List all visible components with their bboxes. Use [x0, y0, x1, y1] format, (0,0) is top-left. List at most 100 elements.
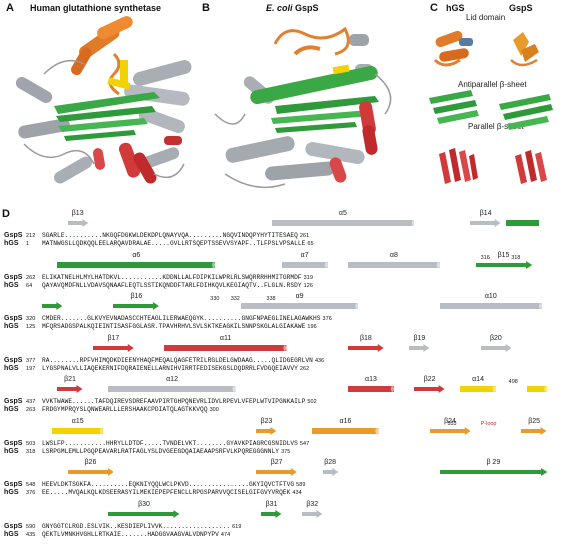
sequence-residues: LYGSPNALVLLIAQEKERNIFDQRAIENELLARNIHVIRR…	[42, 364, 298, 372]
coil-loops	[23, 59, 185, 179]
sequence-end-number: 436	[314, 357, 325, 364]
secondary-structure-label: α9	[295, 293, 304, 300]
panel-b-title-rest: GspS	[292, 3, 319, 13]
sequence-residues: FRDGYMPRQYSLQNWEARLLLERSHAAKCPDIATQLAGTK…	[42, 406, 208, 413]
panel-letter-d: D	[2, 208, 10, 220]
secondary-structure-label: α5	[338, 210, 347, 217]
sequence-residues: QEKTLVMNKHVGHLLRTKAIE.......HADGGVAAGVAL…	[42, 530, 219, 538]
lid-domain-loops	[273, 26, 350, 56]
beta-strand-arrow	[429, 426, 471, 435]
secondary-structure-label: β25	[528, 417, 541, 425]
panel-b-title: E. coli GspS	[266, 3, 319, 13]
beta-strand-arrow	[42, 302, 63, 310]
secondary-structure-label: α7	[300, 251, 309, 259]
secondary-structure-label: α14	[472, 376, 484, 383]
sequence-end-number: 65	[307, 241, 314, 247]
secondary-structure-label: β15	[497, 251, 510, 259]
residue-position-label: 533	[447, 420, 457, 427]
alpha-helix-cylinder	[108, 386, 236, 392]
sequence-start-number: 263	[26, 407, 36, 413]
sequence-start-number: 212	[26, 233, 36, 239]
sequence-end-number: 126	[303, 282, 313, 289]
secondary-structure-label: α13	[365, 376, 377, 383]
beta-strand-arrow	[57, 385, 83, 393]
beta-strand-arrow	[256, 426, 277, 435]
secondary-structure-label: β31	[265, 500, 278, 508]
sequence-start-number: 318	[26, 448, 36, 455]
sequence-end-number: 434	[292, 490, 302, 496]
sequence-end-number: 589	[296, 482, 306, 488]
panel-letter-a: A	[6, 2, 14, 14]
sequence-start-number: 1	[26, 241, 30, 247]
beta-strand-arrow	[302, 509, 323, 518]
yellow-helices	[107, 60, 131, 90]
secondary-structure-label: α12	[166, 376, 178, 383]
alpha-helix-cylinder	[348, 261, 440, 268]
beta-strand-arrow	[439, 468, 547, 476]
alpha-helix-cylinder	[439, 303, 542, 309]
sequence-residues: VVKTWAWE......TAFDQIREVSDREFAAVPIRTGHPQN…	[42, 398, 306, 405]
beta-strand-arrow	[261, 509, 282, 518]
beta-strand-arrow	[322, 468, 338, 476]
secondary-structure-label: β24	[444, 417, 456, 425]
secondary-structure-label: β14	[479, 210, 492, 217]
secondary-structure-label: β16	[130, 293, 143, 300]
secondary-structure-label: β21	[64, 376, 76, 383]
beta-strand-arrow	[108, 509, 180, 518]
panel-letter-c: C	[430, 2, 438, 14]
secondary-structure-label: β28	[324, 459, 337, 466]
secondary-structure-label: β18	[359, 334, 372, 342]
alpha-helix-cylinder	[312, 427, 379, 434]
sequence-start-number: 503	[26, 440, 36, 447]
sequence-name: GspS	[4, 356, 23, 364]
ecoli-gsps-structure-image	[214, 26, 392, 189]
sequence-residues: GNYGGTCLRGD.ESLVIK..KESDIEPLIVVK........…	[42, 522, 231, 530]
residue-position-label: 316	[480, 254, 490, 261]
panel-c-hgs-label: hGS	[446, 3, 465, 13]
hgs-antiparallel-sheet	[429, 90, 479, 124]
alpha-helix-cylinder	[506, 220, 540, 226]
panel-c-antiparallel-label: Antiparallel β-sheet	[458, 80, 527, 89]
sequence-name: GspS	[4, 481, 23, 488]
sequence-name: GspS	[4, 522, 23, 530]
secondary-structure-label: α16	[339, 417, 352, 425]
gsps-parallel-sheet	[515, 150, 547, 184]
secondary-structure-label: β17	[107, 334, 120, 342]
secondary-structure-label: β26	[84, 459, 97, 466]
sequence-start-number: 320	[26, 316, 36, 322]
sequence-name: hGS	[4, 364, 19, 372]
beta-strand-arrow	[67, 468, 114, 476]
sequence-name: hGS	[4, 530, 19, 538]
sequence-end-number: 319	[303, 274, 313, 281]
sequence-residues: MFQRSADGSPALKQIEINTISASFGGLASR.TPAVHRHVL…	[42, 323, 306, 330]
secondary-structure-label: α11	[219, 334, 232, 342]
alpha-helix-cylinder	[281, 261, 328, 268]
sequence-start-number: 125	[26, 324, 36, 330]
secondary-structure-label: α15	[71, 417, 84, 425]
sequence-residues: QAYAVQMDFNLLVDAVSQNAAFLEQTLSSTIKQNDDFTAR…	[42, 281, 302, 289]
sequence-end-number: 375	[281, 448, 291, 455]
hgs-lid-domain	[433, 30, 473, 67]
alpha-helix-cylinder	[240, 303, 359, 309]
secondary-structure-label: α6	[132, 251, 141, 259]
sequence-name: hGS	[4, 281, 19, 289]
